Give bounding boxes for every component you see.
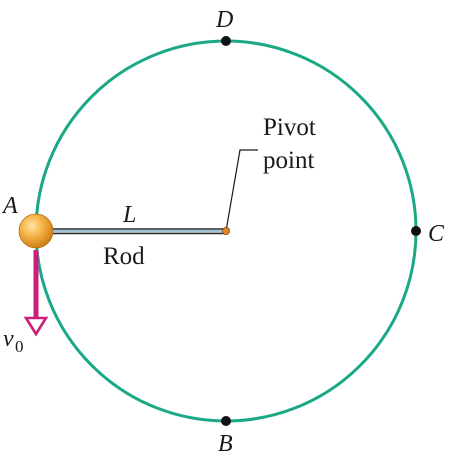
pivot-point — [221, 226, 230, 235]
point-d-dot — [221, 36, 231, 46]
label-rod-length: L — [122, 202, 136, 228]
velocity-arrow — [23, 250, 49, 337]
label-velocity-symbol: v — [3, 326, 14, 352]
rod — [44, 228, 226, 235]
label-point-b: B — [218, 431, 233, 457]
label-point-a: A — [1, 193, 18, 219]
label-pivot-line1: Pivot — [263, 114, 316, 141]
point-c-dot — [411, 226, 421, 236]
pivot-leader-line — [225, 149, 258, 232]
ball — [18, 213, 54, 249]
label-pivot-line2: point — [263, 147, 314, 174]
label-point-d: D — [215, 7, 233, 33]
label-point-c: C — [428, 221, 445, 247]
label-rod: Rod — [103, 243, 145, 270]
label-velocity-subscript: 0 — [15, 337, 24, 356]
point-b-dot — [221, 416, 231, 426]
